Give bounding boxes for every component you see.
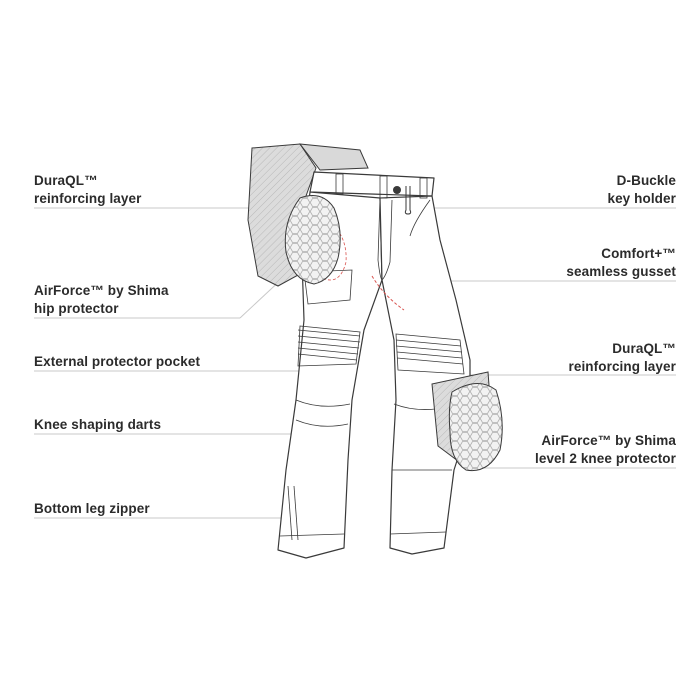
waistband xyxy=(309,171,435,197)
label-duraql-hip: DuraQL™ reinforcing layer xyxy=(34,173,142,206)
label-airforce-hip: AirForce™ by Shima hip protector xyxy=(34,283,169,316)
label-external-pocket: External protector pocket xyxy=(34,354,201,369)
left-leg xyxy=(277,191,383,559)
knee-protector-group xyxy=(431,371,503,472)
right-leg xyxy=(379,195,471,555)
label-d-buckle: D-Buckle key holder xyxy=(607,173,676,206)
gusset-accent xyxy=(371,275,405,311)
pants-body xyxy=(277,171,471,559)
label-airforce-knee: AirForce™ by Shima level 2 knee protecto… xyxy=(534,433,676,466)
label-duraql-knee: DuraQL™ reinforcing layer xyxy=(568,341,676,374)
leader-lines xyxy=(34,207,676,519)
label-knee-darts: Knee shaping darts xyxy=(34,417,162,432)
hip-protector xyxy=(284,195,341,285)
label-bottom-zipper: Bottom leg zipper xyxy=(34,501,150,516)
label-comfort-gusset: Comfort+™ seamless gusset xyxy=(566,246,676,279)
duraql-hip-panel xyxy=(247,143,369,287)
d-buckle-keyholder xyxy=(393,186,412,215)
